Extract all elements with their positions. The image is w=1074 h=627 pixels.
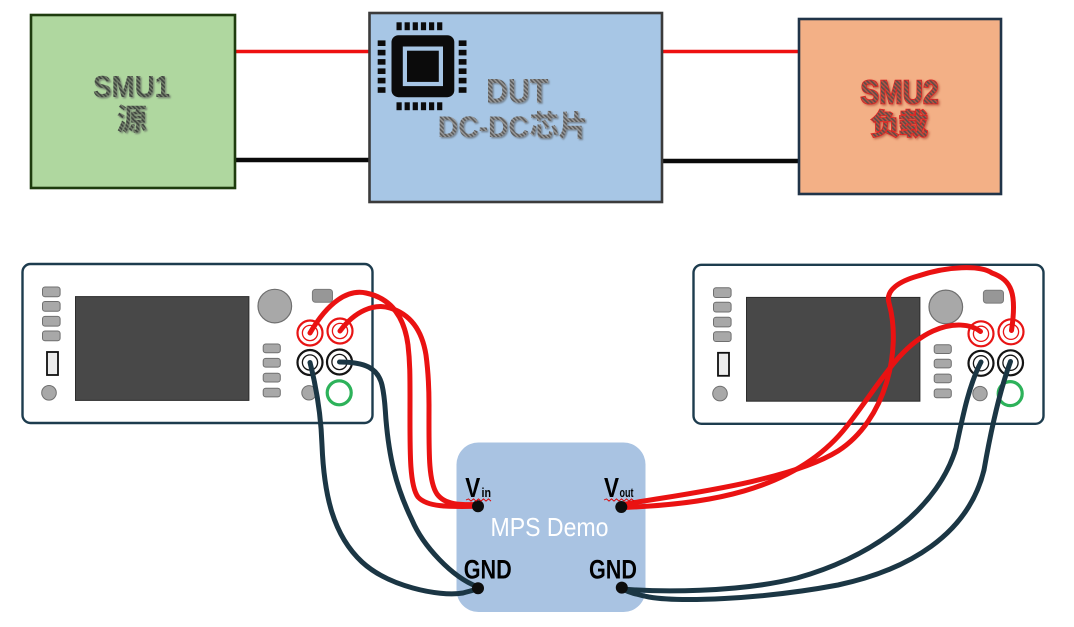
svg-text:out: out	[620, 485, 634, 500]
svg-text:DUT: DUT	[486, 72, 549, 110]
svg-text:SMU2: SMU2	[860, 74, 938, 111]
svg-text:in: in	[482, 485, 492, 500]
svg-text:V: V	[604, 472, 619, 503]
svg-text:GND: GND	[589, 555, 637, 585]
svg-text:GND: GND	[464, 555, 512, 585]
svg-text:DC-DC: DC-DC	[438, 111, 529, 144]
svg-text:SMU1: SMU1	[93, 69, 170, 104]
svg-text:V: V	[465, 472, 480, 503]
svg-text:MPS Demo: MPS Demo	[491, 512, 609, 542]
